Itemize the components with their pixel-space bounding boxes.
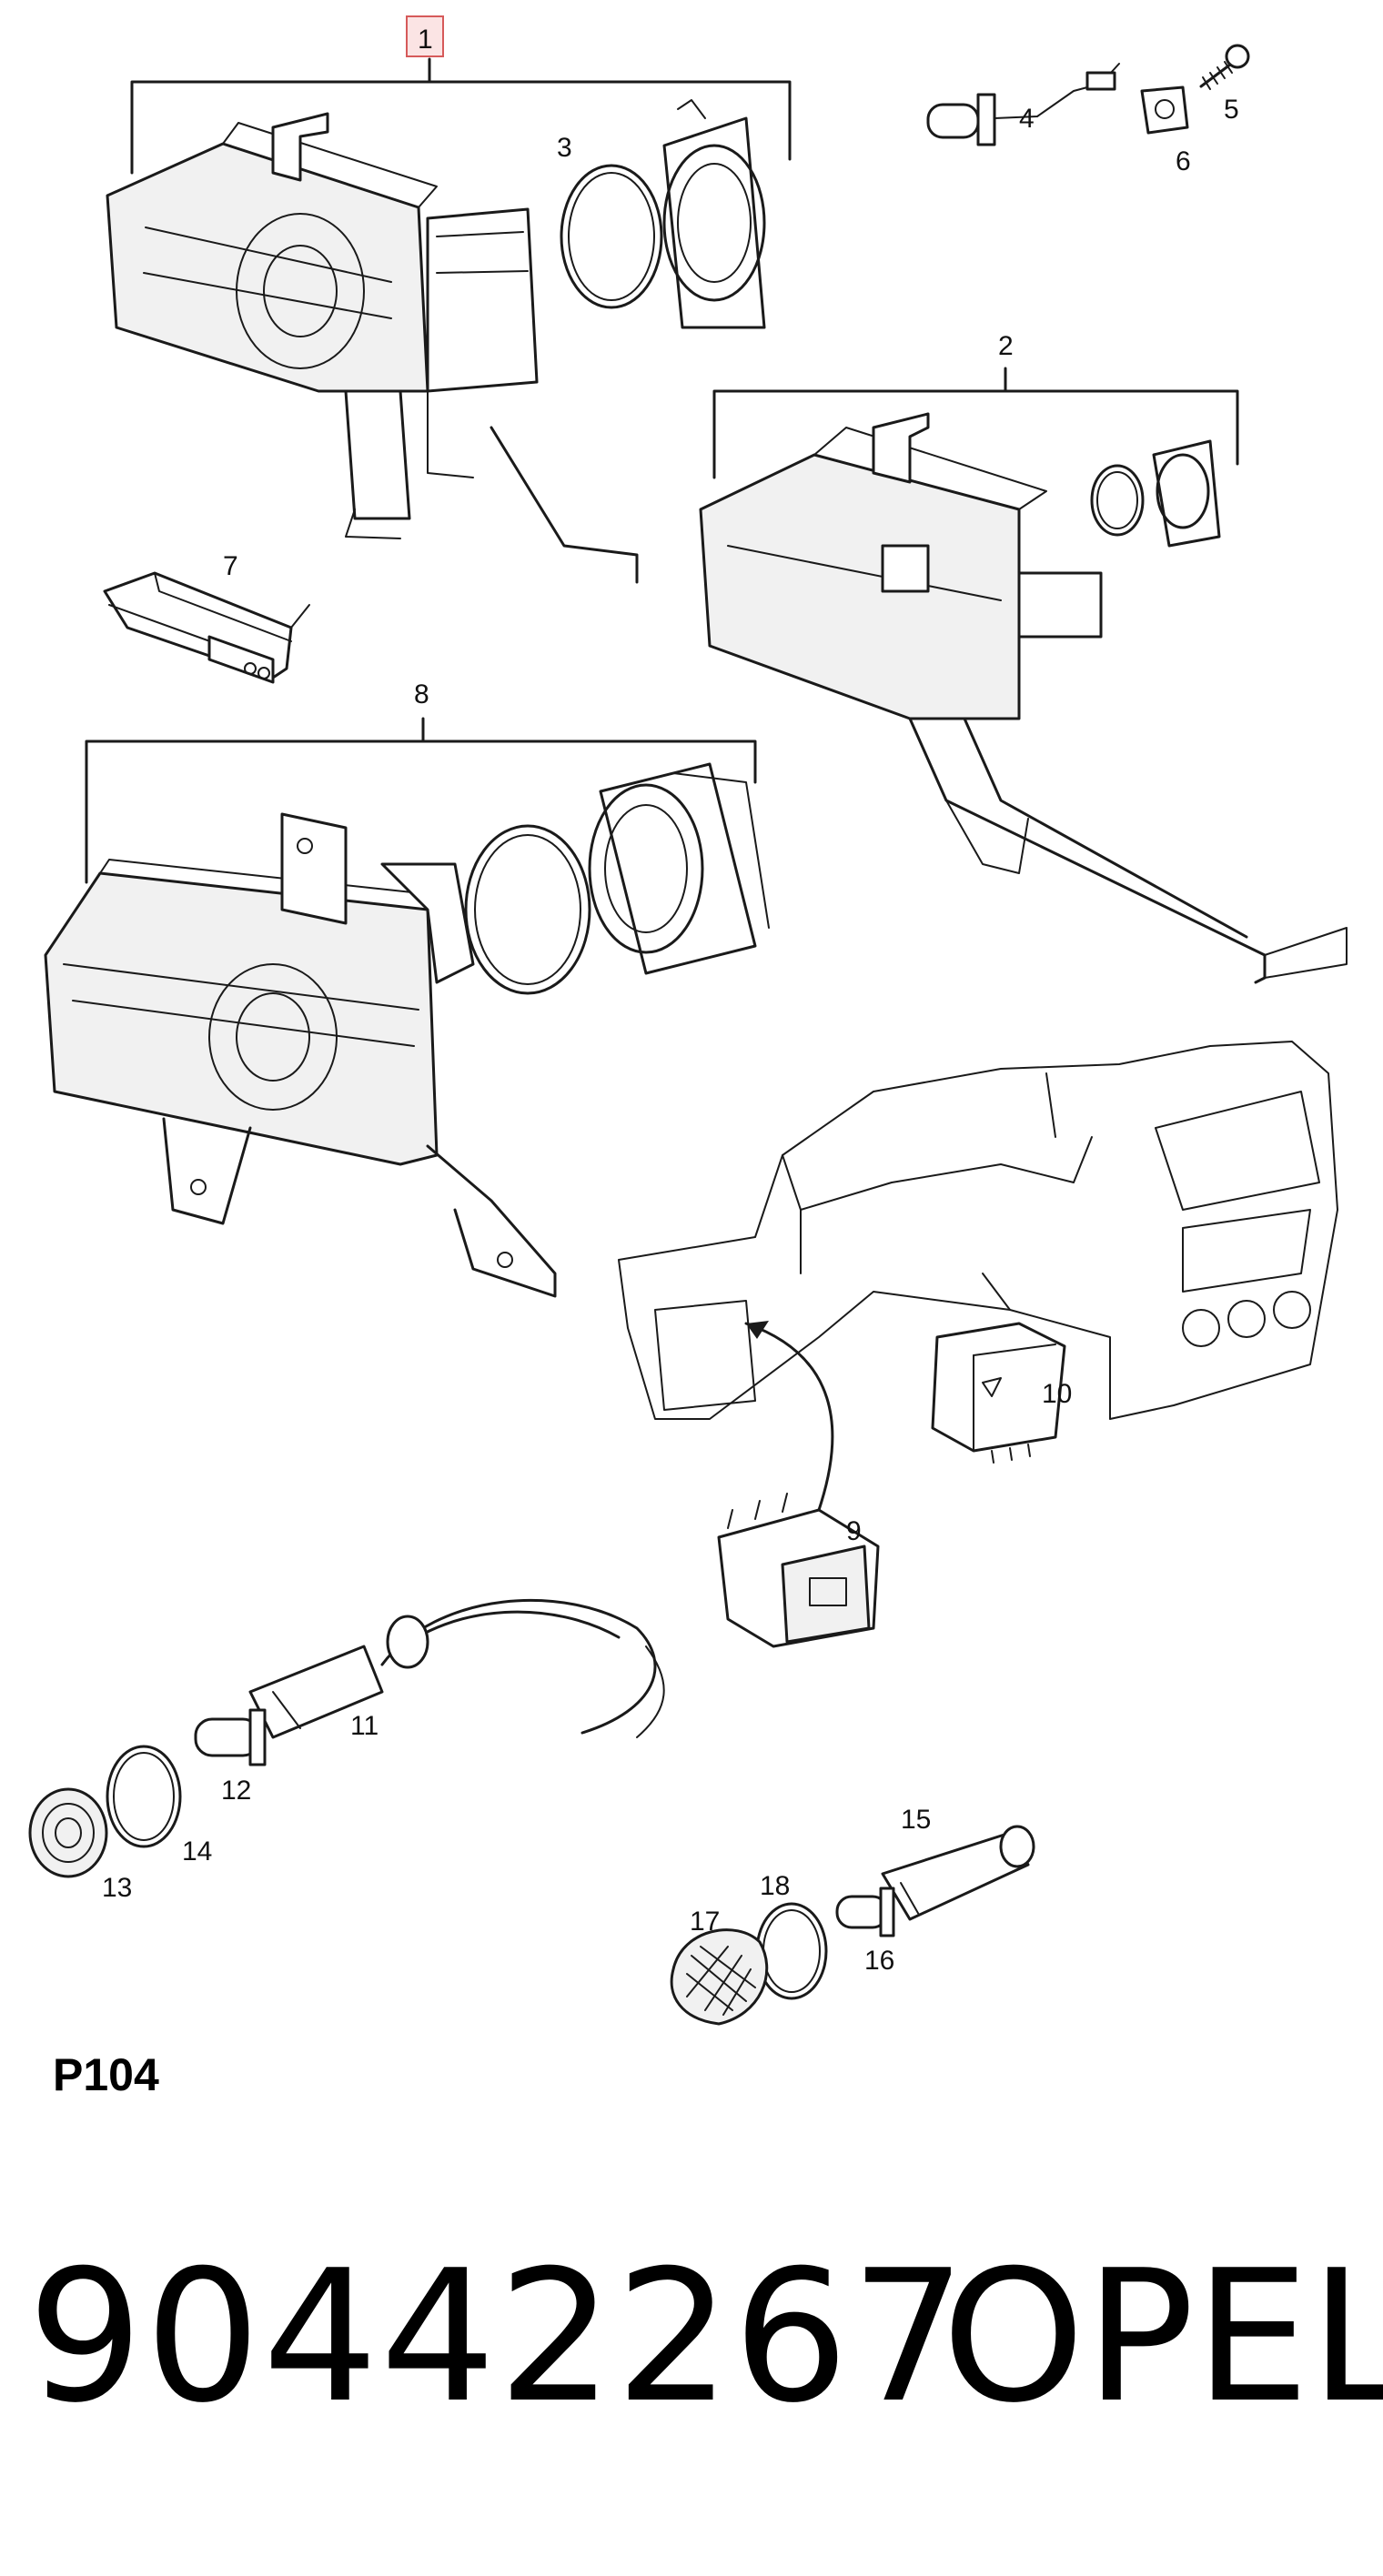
callout-4: 4 [1019, 104, 1035, 134]
lens-13 [28, 1787, 108, 1878]
fog-lamp-assembly-2 [699, 367, 1348, 984]
part-number: 90442267 [27, 2231, 968, 2443]
callout-1: 1 [418, 25, 433, 55]
fog-lamp-assembly-8 [44, 717, 770, 1298]
fog-lamp-switch-9 [717, 1493, 880, 1648]
rear-fog-socket-11 [248, 1599, 665, 1739]
callout-11: 11 [350, 1711, 379, 1741]
fog-lamp-assembly-1 [106, 57, 792, 584]
callout-6: 6 [1176, 146, 1191, 176]
diagram-code: P104 [53, 2049, 159, 2100]
callout-17: 17 [690, 1907, 720, 1937]
screw-5 [1199, 44, 1250, 90]
callout-3: 3 [557, 133, 572, 163]
relay-10 [931, 1322, 1066, 1464]
instrument-panel [618, 1041, 1338, 1512]
callout-15: 15 [901, 1805, 931, 1835]
callout-12: 12 [221, 1776, 251, 1806]
callout-10: 10 [1042, 1379, 1072, 1409]
brand-name: OPEL [942, 2231, 1383, 2443]
bulb-12 [194, 1708, 267, 1766]
bulb-16 [835, 1887, 895, 1937]
callout-1-highlight [406, 15, 444, 57]
marker-socket-15 [881, 1825, 1035, 1921]
callout-5: 5 [1224, 95, 1239, 125]
ring-18 [755, 1902, 828, 2000]
callout-14: 14 [182, 1836, 212, 1867]
ring-14 [106, 1745, 182, 1848]
callout-16: 16 [864, 1946, 894, 1976]
callout-8: 8 [414, 679, 429, 709]
callout-13: 13 [102, 1873, 132, 1903]
bulb-4 [926, 63, 1120, 146]
callout-9: 9 [846, 1516, 862, 1546]
callout-7: 7 [223, 551, 238, 581]
callout-18: 18 [760, 1871, 790, 1901]
lens-17 [670, 1928, 769, 2026]
clip-nut-6 [1140, 86, 1189, 135]
callout-2: 2 [998, 331, 1014, 361]
connector-7 [103, 571, 310, 684]
